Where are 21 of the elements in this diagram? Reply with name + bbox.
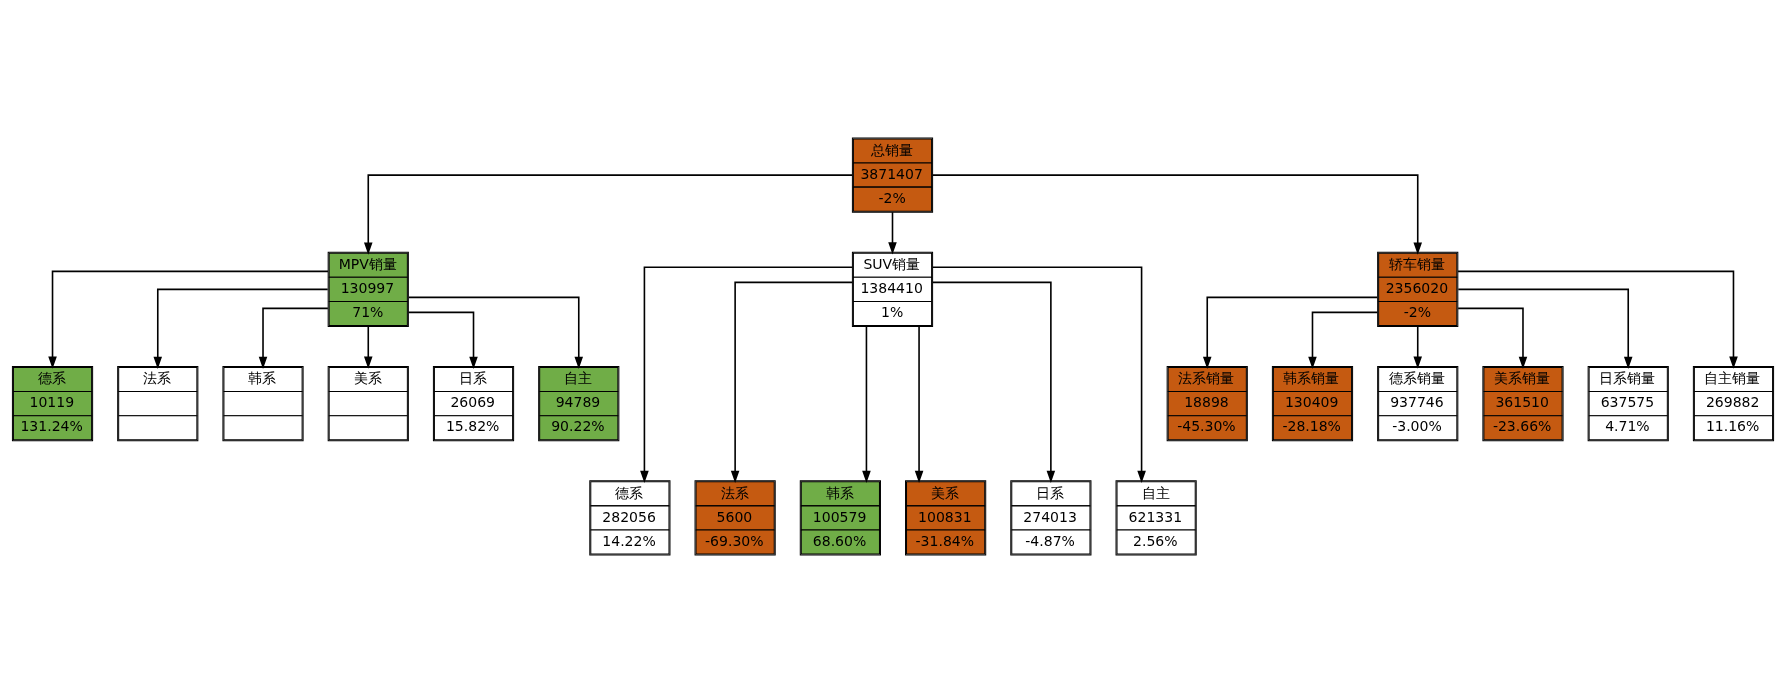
arrow (640, 266, 854, 483)
arrow (408, 296, 584, 369)
arrow (862, 325, 871, 483)
arrow (730, 281, 854, 483)
arrow (153, 288, 329, 369)
arrow (932, 173, 1422, 255)
arrow (48, 270, 329, 369)
arrow (407, 311, 478, 369)
arrow (1202, 296, 1378, 369)
arrow (364, 173, 854, 255)
arrow (932, 266, 1146, 483)
arrow (914, 325, 924, 483)
arrow (1457, 307, 1528, 369)
arrow (258, 307, 329, 369)
arrow (932, 281, 1056, 483)
arrow (888, 210, 897, 254)
arrow (364, 325, 373, 369)
arrow (1457, 270, 1738, 369)
arrow (1457, 288, 1633, 369)
arrow (1308, 311, 1379, 369)
arrow (1413, 325, 1422, 369)
